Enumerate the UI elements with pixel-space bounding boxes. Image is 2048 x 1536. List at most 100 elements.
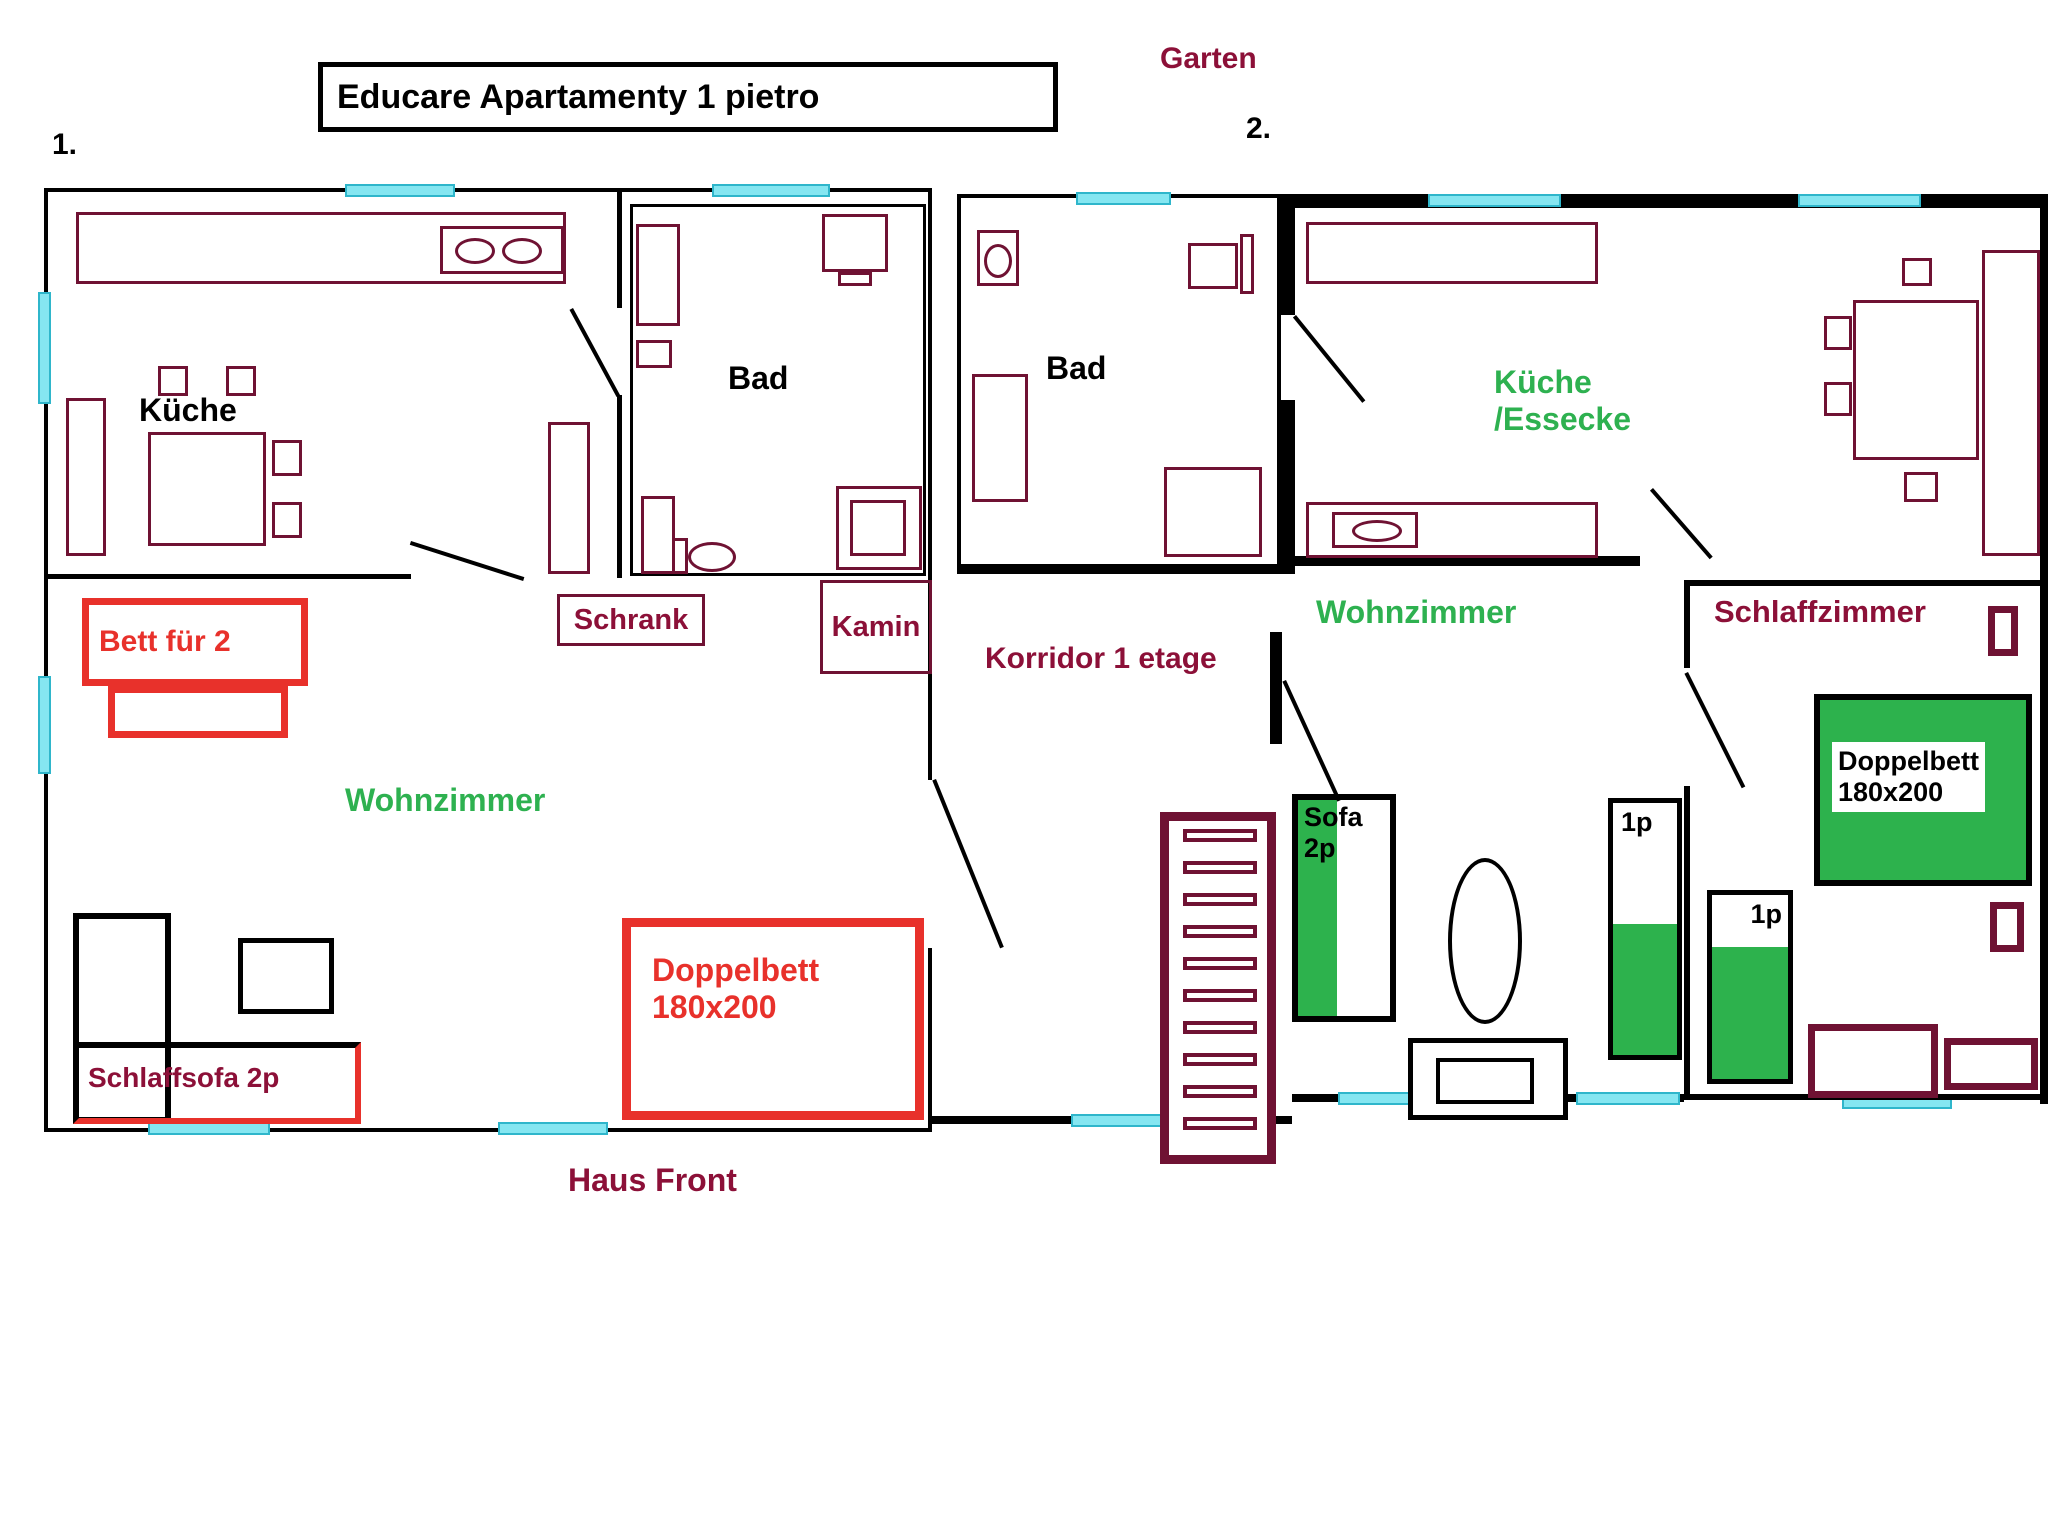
toilet-bowl <box>688 542 736 572</box>
bad2-sink <box>1188 243 1238 289</box>
kitchen2-sink <box>1352 520 1402 542</box>
stair-step <box>1183 1085 1257 1098</box>
bad2-label: Bad <box>1046 350 1107 386</box>
bad1-sink-pedestal <box>838 272 872 286</box>
bad1-room-wall <box>630 204 926 576</box>
bett-fuer-2-box: Bett für 2 <box>82 598 308 686</box>
kitchen1-bench <box>66 398 106 556</box>
kitchen1-bad-wall-lower <box>617 395 622 578</box>
window <box>1576 1092 1680 1105</box>
stair-step <box>1183 829 1257 842</box>
kitchen1-cabinet <box>548 422 590 574</box>
bad1-fixture <box>636 340 672 368</box>
bad2-toilet <box>977 230 1019 286</box>
doppelbett1-box <box>622 918 924 1120</box>
schlaffsofa-horizontal <box>73 1042 361 1124</box>
window <box>498 1122 608 1135</box>
korridor-label: Korridor 1 etage <box>985 642 1217 675</box>
stair-step <box>1183 957 1257 970</box>
stair-step <box>1183 893 1257 906</box>
schlaffsofa-label: Schlaffsofa 2p <box>88 1062 280 1093</box>
chair <box>272 502 302 538</box>
kitchen2-counter-right <box>1982 250 2040 556</box>
apartment2-number: 2. <box>1246 112 1272 145</box>
kitchen2-bottom-wall <box>1292 556 1640 566</box>
window <box>1428 194 1561 207</box>
stair-step <box>1183 1021 1257 1034</box>
single-bed-a-label: 1p <box>1621 807 1653 837</box>
door-swing <box>932 779 1004 949</box>
staircase <box>1160 812 1276 1164</box>
window <box>38 676 51 774</box>
tv-stand <box>1408 1038 1568 1120</box>
wall-cabinet <box>1990 902 2024 952</box>
schrank-box: Schrank <box>557 594 705 646</box>
bad2-fixture <box>1240 234 1254 294</box>
bett-fuer-2-label: Bett für 2 <box>99 625 231 658</box>
window <box>345 184 455 197</box>
stove-burner <box>455 238 495 264</box>
stair-step <box>1183 989 1257 1002</box>
chair <box>1904 472 1938 502</box>
single-bed-b: 1p <box>1707 890 1793 1084</box>
single-bed-b-label: 1p <box>1750 899 1782 929</box>
kitchen1-bottom-wall <box>47 574 411 579</box>
doppelbett1-label: Doppelbett 180x200 <box>652 952 820 1025</box>
apartment1-number: 1. <box>52 128 78 161</box>
bad1-shower-tray <box>836 486 922 570</box>
plan-title: Educare Apartamenty 1 pietro <box>337 77 820 116</box>
haus-front-label: Haus Front <box>568 1162 737 1198</box>
door-swing <box>1292 315 1366 403</box>
sofa-2p-cushion <box>1298 800 1337 1016</box>
chair <box>1824 316 1852 350</box>
doppelbett2-label: Doppelbett 180x200 <box>1832 742 1985 812</box>
kitchen1-counter <box>76 212 566 284</box>
wohnzimmer2-label: Wohnzimmer <box>1316 594 1517 630</box>
window <box>1071 1114 1166 1127</box>
dresser <box>1808 1024 1938 1098</box>
wall-cabinet <box>1988 606 2018 656</box>
chair <box>158 366 188 396</box>
bad1-shower-tray-inner <box>850 500 906 556</box>
stair-step <box>1183 1053 1257 1066</box>
kitchen2-sink-box <box>1332 512 1418 548</box>
stair-step <box>1183 1117 1257 1130</box>
kueche2-label: Küche /Essecke <box>1494 364 1632 437</box>
chair <box>272 440 302 476</box>
tv-stand-inner <box>1436 1058 1534 1104</box>
corridor-wohnzimmer2-wall <box>1270 632 1282 744</box>
single-bed-a-mattress <box>1613 923 1677 1055</box>
kitchen2-counter-top <box>1306 222 1598 284</box>
kitchen1-table <box>148 432 266 546</box>
door-swing <box>1649 488 1713 560</box>
bad1-label: Bad <box>728 360 789 396</box>
window <box>1076 192 1171 205</box>
chair <box>1824 382 1852 416</box>
bett-fuer-2-base <box>108 686 288 738</box>
bad1-sink <box>822 214 888 272</box>
schrank-label: Schrank <box>573 603 689 636</box>
sofa-2p: Sofa 2p <box>1292 794 1396 1022</box>
kitchen2-counter-sink <box>1306 502 1598 558</box>
bad2-shower <box>972 374 1028 502</box>
window <box>1798 194 1921 207</box>
kitchen2-table <box>1853 300 1979 460</box>
toilet-tank <box>672 538 688 574</box>
stair-step <box>1183 861 1257 874</box>
window <box>712 184 830 197</box>
bad2-right-wall-upper <box>1279 194 1295 315</box>
bad1-shower-cabin <box>636 224 680 326</box>
apartment1-entry-opening <box>924 780 938 948</box>
schlaffzimmer-label: Schlaffzimmer <box>1714 594 1926 629</box>
kueche1-label: Küche <box>139 392 237 428</box>
chair <box>1902 258 1932 286</box>
side-table <box>238 938 334 1014</box>
doppelbett2-box: Doppelbett 180x200 <box>1814 694 2032 886</box>
schlaffzimmer-door-opening <box>1680 668 1694 786</box>
stove-burner <box>502 238 542 264</box>
garten-label: Garten <box>1160 42 1257 75</box>
kitchen1-stove <box>440 226 564 274</box>
bad2-shower-tray <box>1164 467 1262 557</box>
title-box: Educare Apartamenty 1 pietro <box>318 62 1058 132</box>
